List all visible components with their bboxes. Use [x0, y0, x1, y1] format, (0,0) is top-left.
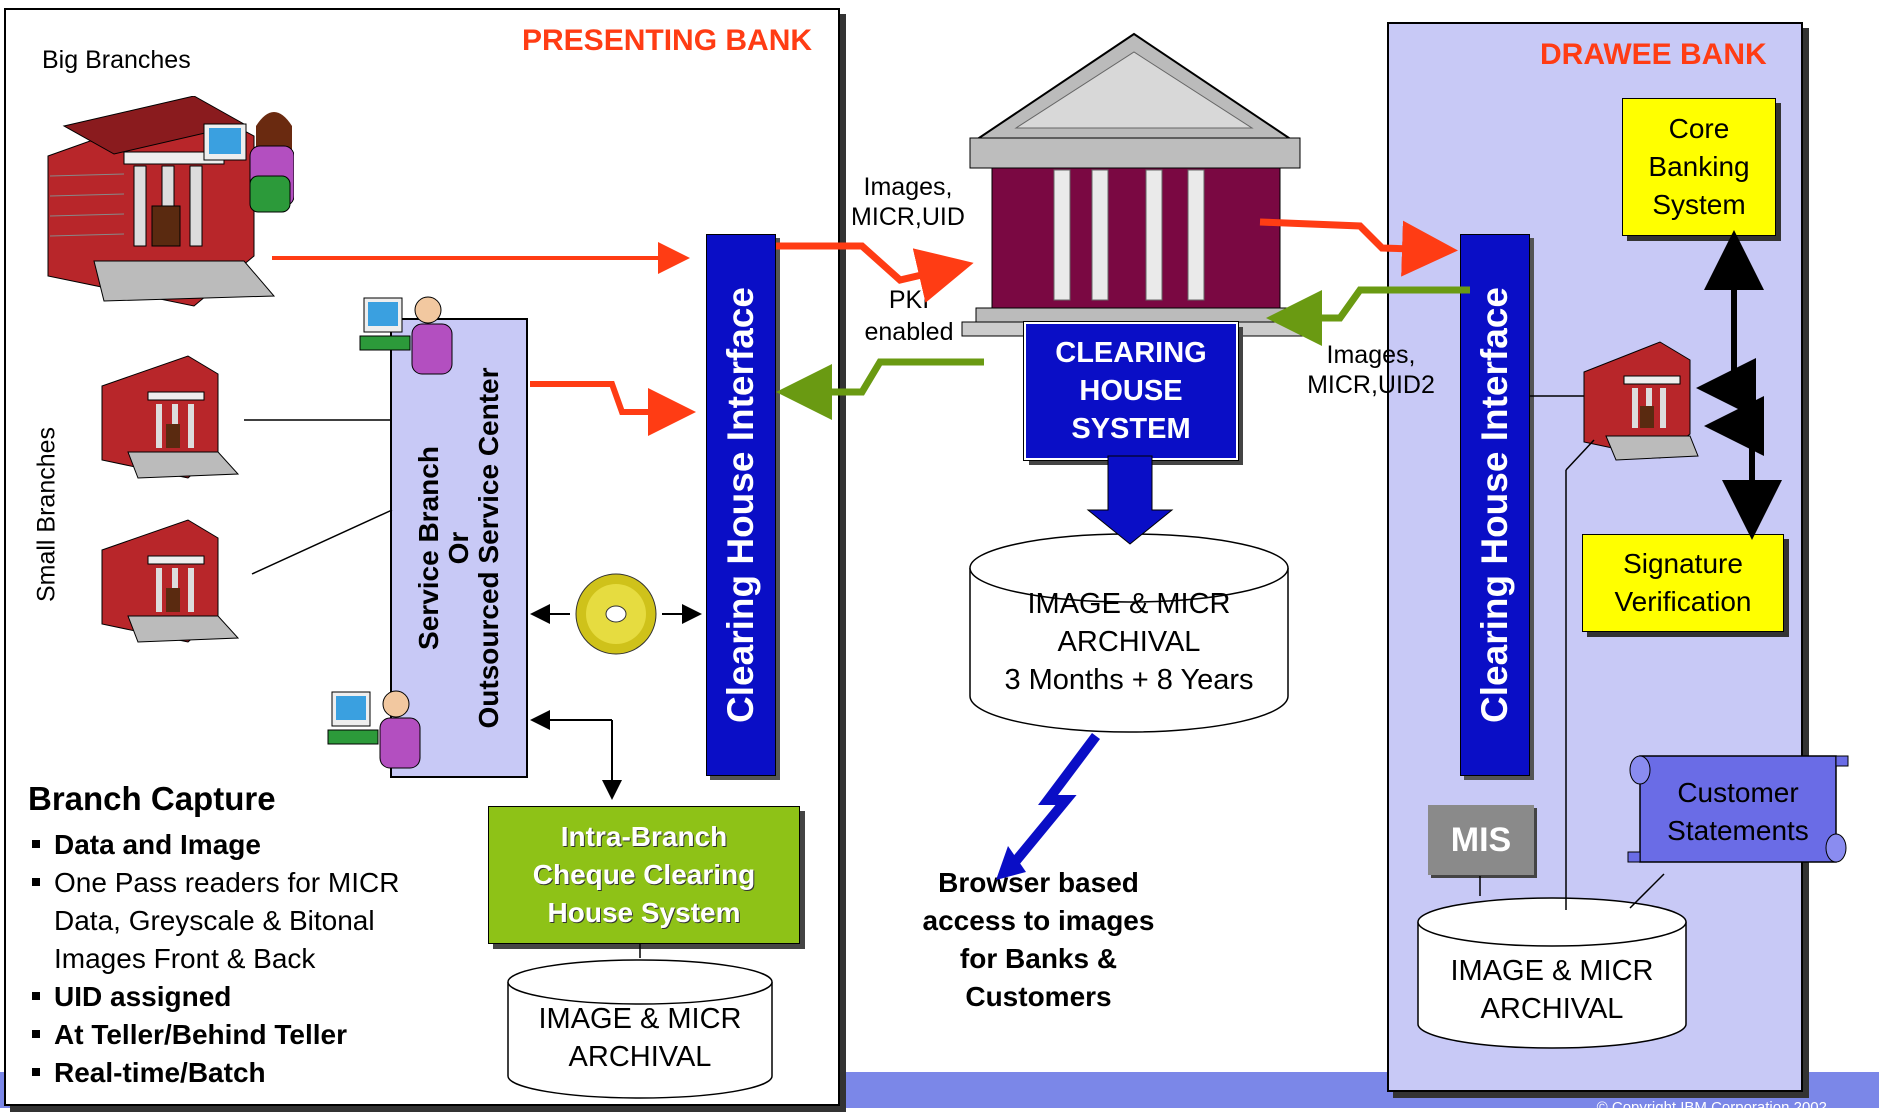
list-item: Data and Image [30, 826, 474, 864]
big-branches-label: Big Branches [42, 46, 191, 74]
operator-icon-top [359, 296, 453, 375]
list-item: UID assigned [30, 978, 474, 1016]
blue-arrows [996, 455, 1174, 880]
drawee-archival-label: IMAGE & MICR ARCHIVAL [1450, 955, 1654, 1025]
mis-box: MIS [1428, 805, 1534, 875]
core-banking-system-box: Core Banking System [1622, 98, 1776, 236]
drawee-bank-icon [1583, 341, 1699, 461]
branch-capture-list: Data and Image One Pass readers for MICR… [30, 826, 474, 1092]
black-arrows [530, 230, 1782, 800]
presenting-archival-label: IMAGE & MICR ARCHIVAL [538, 1003, 742, 1073]
browser-access-note: Browser based access to images for Banks… [922, 867, 1155, 1012]
list-item: One Pass readers for MICR Data, Greyscal… [30, 864, 474, 978]
list-item: Real-time/Batch [30, 1054, 474, 1092]
center-archival-label: IMAGE & MICR ARCHIVAL 3 Months + 8 Years [1004, 588, 1254, 696]
intra-branch-clearing-box: Intra-Branch Cheque Clearing House Syste… [488, 806, 800, 944]
images-micr-uid-label: Images, MICR,UID [851, 173, 965, 231]
pki-enabled-label: PKI enabled [864, 286, 954, 346]
drawee-clearing-house-interface: Clearing House Interface [1460, 234, 1530, 776]
images-micr-uid2-label: Images, MICR,UID2 [1307, 341, 1435, 399]
drawee-bank-title: DRAWEE BANK [1540, 38, 1767, 71]
thin-lines [244, 395, 1665, 958]
clearing-house-system-box: CLEARING HOUSE SYSTEM [1023, 321, 1239, 461]
presenting-bank-title: PRESENTING BANK [522, 24, 813, 57]
cd-disc-icon [575, 573, 657, 655]
list-item: At Teller/Behind Teller [30, 1016, 474, 1054]
service-center-box: Service Branch Or Outsourced Service Cen… [390, 318, 528, 778]
presenting-archival-cylinder [507, 959, 773, 1099]
red-arrows [272, 218, 1458, 436]
operator-icon-bottom [327, 690, 421, 769]
drawee-archival-cylinder [1417, 897, 1687, 1049]
center-archival-cylinder [969, 533, 1289, 733]
customer-statements-label: Customer Statements [1667, 777, 1809, 846]
branch-capture-title: Branch Capture [28, 780, 276, 817]
presenting-clearing-house-interface: Clearing House Interface [706, 234, 776, 776]
green-arrows [776, 286, 1470, 420]
small-branch-bank-icon-1 [101, 355, 240, 479]
signature-verification-box: Signature Verification [1582, 534, 1784, 632]
big-branch-bank-icon [47, 96, 294, 307]
small-branch-bank-icon-2 [101, 519, 240, 643]
customer-statements-scroll [1627, 755, 1849, 863]
